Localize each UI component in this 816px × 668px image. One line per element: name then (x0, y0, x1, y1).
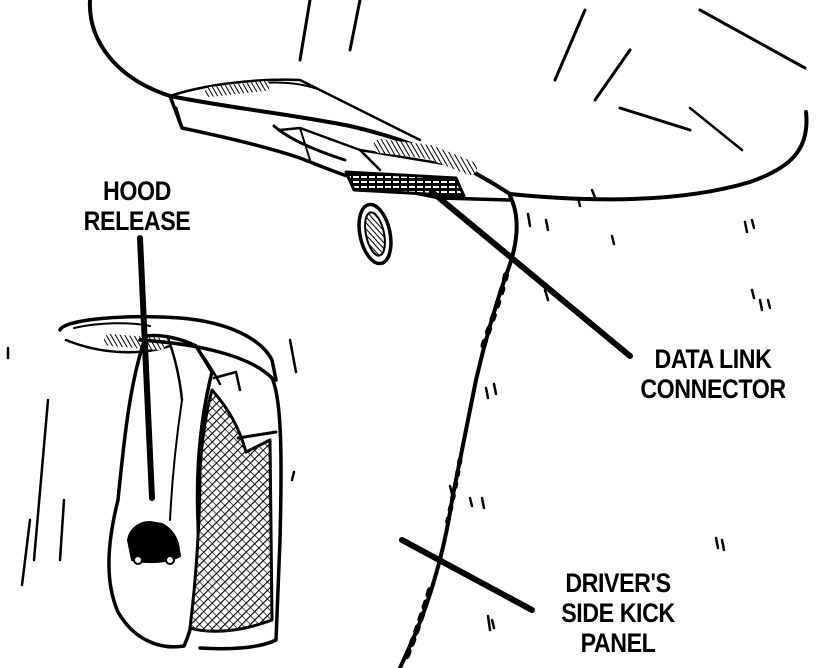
data-link-leader (429, 189, 633, 359)
data-link-connector-label-line1: DATA LINK (654, 344, 772, 374)
hood-release-label: HOOD RELEASE (74, 176, 200, 236)
drivers-side-kick-panel-label: DRIVER'S SIDE KICK PANEL (549, 568, 687, 658)
data-link-connector-label: DATA LINK CONNECTOR (631, 344, 794, 404)
kick-panel-label-line2: SIDE KICK (561, 598, 675, 628)
data-link-connector-label-line2: CONNECTOR (640, 374, 786, 404)
hood-release-label-line1: HOOD (103, 176, 171, 206)
grommet-icon (357, 202, 393, 266)
leader-lines (137, 189, 633, 613)
data-link-connector (344, 170, 466, 198)
carpet-texture (6, 188, 772, 632)
kick-panel-leader (399, 537, 535, 613)
dashboard-underside (87, 0, 809, 202)
kick-panel-label-line3: PANEL (580, 628, 656, 658)
hood-release-leader (137, 235, 155, 501)
hood-release-lever (58, 315, 298, 651)
door-pillar (20, 398, 66, 587)
kick-panel-edge (398, 194, 519, 668)
car-silhouette-icon (127, 521, 181, 565)
kick-panel-label-line1: DRIVER'S (565, 568, 671, 598)
hood-release-label-line2: RELEASE (83, 206, 191, 236)
